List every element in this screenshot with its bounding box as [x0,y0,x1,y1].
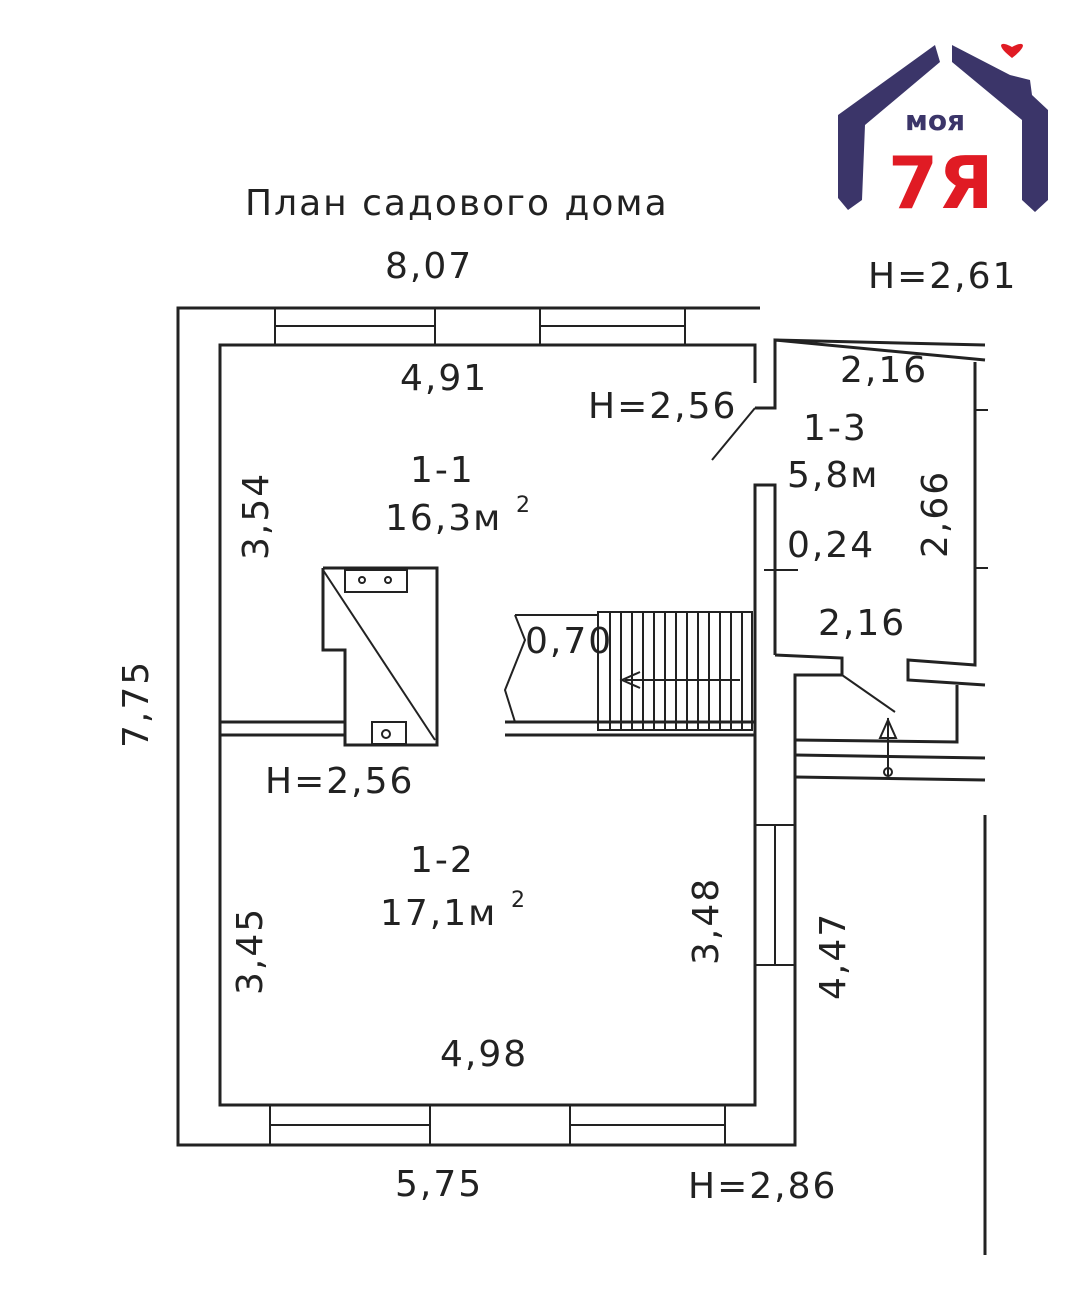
stair-arrow-head [619,671,641,689]
dim-height-bottom: H=2,86 [688,1166,837,1207]
dim-bottom-overall: 5,75 [395,1164,483,1205]
stove [321,566,439,747]
logo-text-main: 7Я [888,141,994,225]
staircase [597,611,753,731]
stair-width: 0,70 [525,621,613,662]
dim-top-overall: 8,07 [385,246,473,287]
room-1-3-id: 1-3 [803,408,868,449]
plan-title: План садового дома [245,183,669,224]
room-1-2-depth-left: 3,45 [230,907,271,995]
room-1-3-area: 5,8м [787,455,879,496]
room-1-3-wall: 0,24 [787,525,875,566]
logo-text-top: моя [905,104,965,137]
room-1-1-depth: 3,54 [236,472,277,560]
dim-height-top-right: H=2,61 [868,256,1017,297]
room-1-1-width: 4,91 [400,358,488,399]
room-1-3-depth: 2,66 [915,470,956,558]
room-1-3-width-top: 2,16 [840,350,928,391]
room-1-1-height: H=2,56 [588,386,737,427]
room-1-2-id: 1-2 [410,840,475,881]
windows [269,307,796,1146]
room-1-1-area: 16,3м [385,498,502,539]
dim-right-wall: 4,47 [813,912,854,1000]
room-1-2-area: 17,1м [380,893,497,934]
room-1-2-height: H=2,56 [265,761,414,802]
room-1-1-sup: 2 [516,493,532,518]
room-1-2-depth-right: 3,48 [686,877,727,965]
doors [711,407,898,777]
dim-left-overall: 7,75 [116,660,157,748]
room-1-1-id: 1-1 [410,450,475,491]
logo: моя 7Я [838,43,1048,225]
room-1-3-width-bottom: 2,16 [818,603,906,644]
room-1-2-width: 4,98 [440,1034,528,1075]
room-1-2-sup: 2 [511,888,527,913]
partition [220,614,755,737]
